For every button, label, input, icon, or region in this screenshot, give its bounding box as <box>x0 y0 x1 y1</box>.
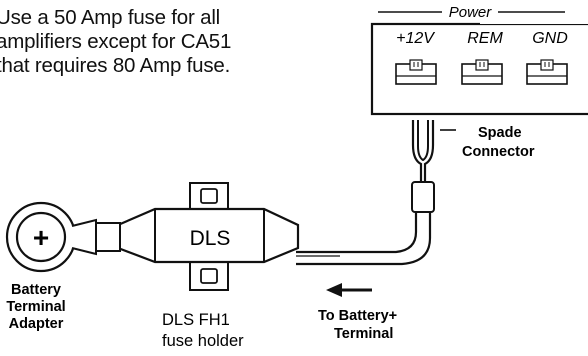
holder-label-line1: DLS FH1 <box>162 311 230 329</box>
terminal-rem <box>461 59 503 85</box>
fuse-note-line2: amplifiers except for CA51 <box>0 30 232 53</box>
fuse-holder: DLS <box>116 182 300 291</box>
power-title: Power <box>449 4 493 21</box>
adapter-label-line3: Adapter <box>9 316 64 332</box>
to-battery-label-line2: Terminal <box>334 326 393 342</box>
adapter-label-line1: Battery <box>11 282 61 298</box>
battery-terminal-adapter: + Battery Terminal Adapter <box>5 201 121 332</box>
fuse-note: Use a 50 Amp fuse for all amplifiers exc… <box>0 6 326 78</box>
fuse-top-tab <box>189 182 229 212</box>
plus-symbol: + <box>33 222 49 253</box>
spade-label-line2: Connector <box>462 144 535 160</box>
fuse-note-line1: Use a 50 Amp fuse for all <box>0 6 221 29</box>
fuse-note-line3: that requires 80 Amp fuse. <box>0 54 231 77</box>
adapter-label-line2: Terminal <box>6 299 65 315</box>
battery-direction-arrow <box>326 283 372 297</box>
terminal-label-gnd: GND <box>532 30 568 47</box>
spade-label-line1: Spade <box>478 125 522 141</box>
spade-crimp-sleeve <box>411 181 435 213</box>
holder-label-line2: fuse holder <box>162 332 244 350</box>
power-cable <box>296 212 432 266</box>
terminal-12v <box>395 59 437 85</box>
terminal-gnd <box>526 59 568 85</box>
terminal-label-rem: REM <box>467 30 503 47</box>
spade-connector: Spade Connector <box>411 120 535 213</box>
fuse-bottom-tab <box>189 261 229 291</box>
power-terminal-block: Power +12V REM GND <box>370 0 588 116</box>
fuse-body <box>116 207 300 264</box>
to-battery-label-line1: To Battery+ <box>318 308 397 324</box>
fuse-body-label: DLS <box>190 227 231 250</box>
terminal-label-12v: +12V <box>396 30 435 47</box>
